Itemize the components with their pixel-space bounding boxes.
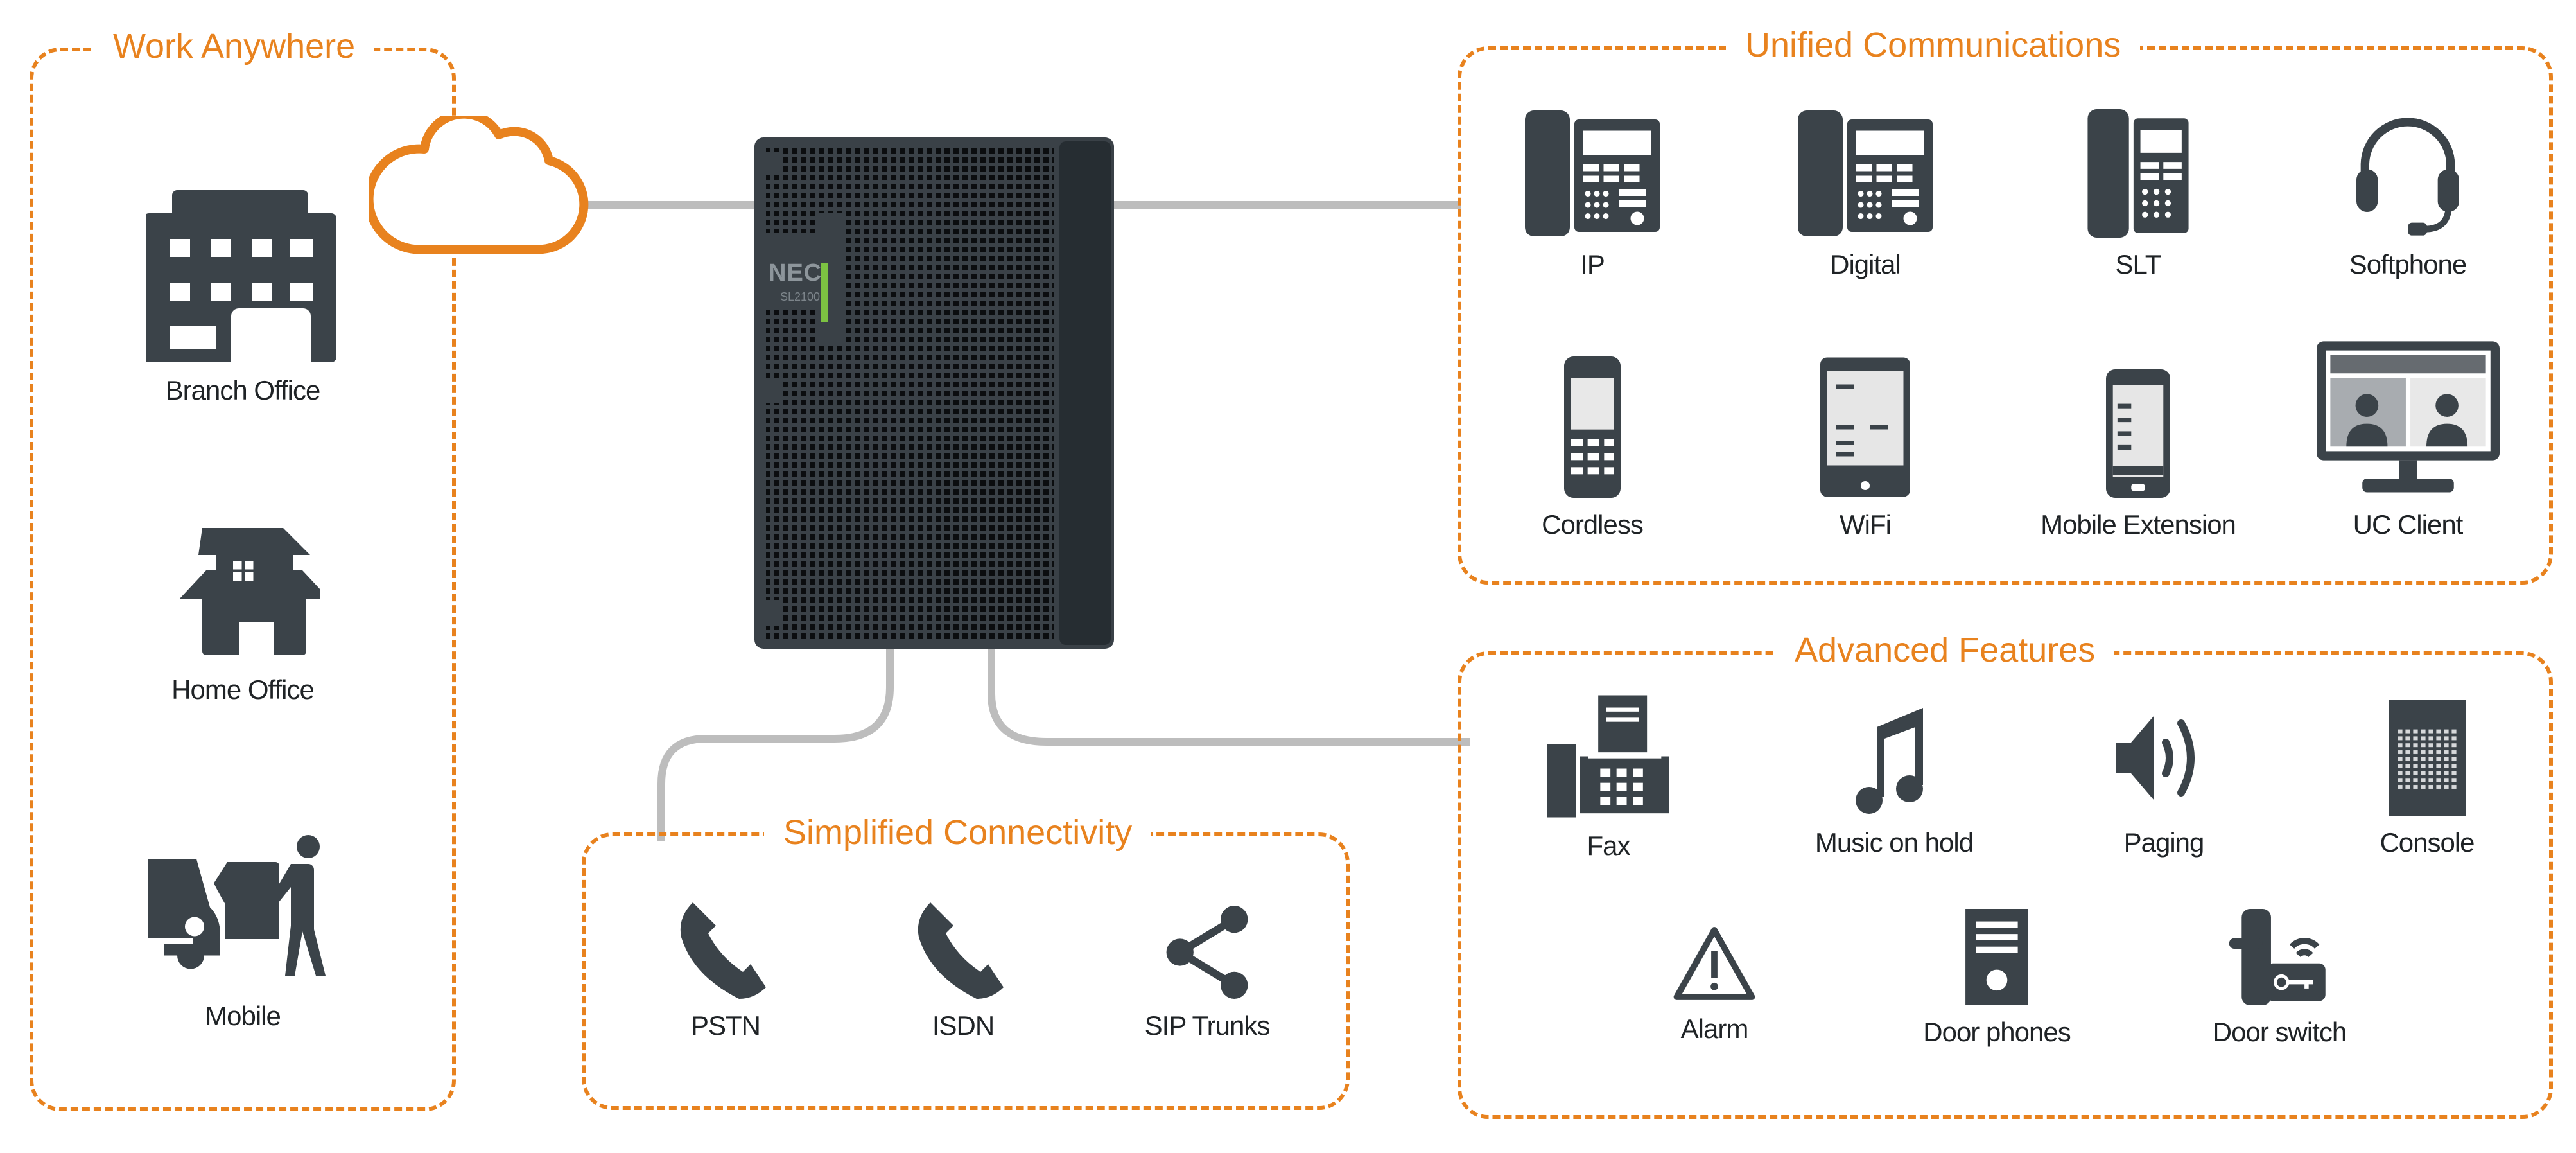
music-note-icon xyxy=(1856,708,1923,814)
share-nodes-icon xyxy=(1166,906,1248,999)
cordless-handset-icon xyxy=(1564,356,1621,498)
item-fax: Fax xyxy=(1512,694,1705,861)
fax-icon xyxy=(1547,695,1669,818)
wire-pbx-to-connectivity xyxy=(657,642,894,841)
phone-handset-icon xyxy=(918,902,1004,999)
person-car-icon xyxy=(148,835,326,976)
tablet-icon xyxy=(1820,357,1910,497)
desk-phone-icon xyxy=(1525,110,1660,236)
wire-pbx-to-advanced xyxy=(988,642,1470,746)
label-alarm: Alarm xyxy=(1680,1014,1749,1044)
label-door-switch: Door switch xyxy=(2212,1017,2347,1047)
office-building-icon xyxy=(146,190,336,362)
item-cordless: Cordless xyxy=(1496,356,1689,540)
phone-handset-icon xyxy=(680,902,766,999)
item-digital: Digital xyxy=(1769,109,1962,280)
label-softphone: Softphone xyxy=(2349,249,2467,279)
console-icon xyxy=(2389,700,2466,816)
group-title-unified-communications: Unified Communications xyxy=(1726,26,2141,64)
item-sip-trunks: SIP Trunks xyxy=(1111,906,1303,1041)
label-uc-client: UC Client xyxy=(2353,509,2464,540)
door-phone-icon xyxy=(1965,909,2028,1005)
monitor-video-call-icon xyxy=(2316,341,2500,493)
label-door-phones: Door phones xyxy=(1923,1017,2071,1047)
group-title-simplified-connectivity: Simplified Connectivity xyxy=(764,813,1152,852)
door-lock-icon xyxy=(2229,909,2326,1005)
cloud-icon xyxy=(369,116,589,254)
wire-cloud-to-pbx xyxy=(584,201,758,209)
item-music-on-hold: Music on hold xyxy=(1798,700,1990,858)
item-pstn: PSTN xyxy=(629,902,822,1041)
label-mobile-extension: Mobile Extension xyxy=(2041,509,2236,540)
speaker-icon xyxy=(2116,716,2195,800)
label-sip-trunks: SIP Trunks xyxy=(1144,1010,1271,1041)
item-home-office: Home Office xyxy=(114,528,371,705)
label-cordless: Cordless xyxy=(1542,509,1644,540)
single-line-phone-icon xyxy=(2087,109,2189,238)
label-digital: Digital xyxy=(1830,249,1901,279)
item-mobile: Mobile xyxy=(114,835,371,1032)
item-branch-office: Branch Office xyxy=(114,190,371,406)
label-mobile: Mobile xyxy=(205,1001,281,1031)
label-home-office: Home Office xyxy=(171,674,315,705)
label-wifi: WiFi xyxy=(1840,509,1892,540)
item-console: Console xyxy=(2331,700,2523,858)
headset-icon xyxy=(2356,118,2459,236)
label-pstn: PSTN xyxy=(690,1010,761,1041)
item-alarm: Alarm xyxy=(1618,925,1811,1044)
desk-phone-icon xyxy=(1798,110,1933,236)
smartphone-icon xyxy=(2106,369,2170,498)
item-paging: Paging xyxy=(2067,700,2260,858)
item-door-switch: Door switch xyxy=(2183,909,2376,1048)
label-console: Console xyxy=(2380,827,2475,858)
item-wifi: WiFi xyxy=(1769,356,1962,540)
label-fax: Fax xyxy=(1587,831,1630,861)
item-slt: SLT xyxy=(2042,109,2234,280)
pbx-server-icon: NEC SL2100 xyxy=(754,137,1114,649)
wire-pbx-to-uc xyxy=(1114,201,1461,209)
label-isdn: ISDN xyxy=(932,1010,995,1041)
label-music-on-hold: Music on hold xyxy=(1815,827,1974,858)
house-icon xyxy=(179,528,320,655)
pbx-chassis xyxy=(754,137,1114,649)
group-title-work-anywhere: Work Anywhere xyxy=(94,27,375,66)
pbx-brand: NEC xyxy=(769,260,822,286)
label-paging: Paging xyxy=(2123,827,2205,858)
item-isdn: ISDN xyxy=(867,902,1059,1041)
label-slt: SLT xyxy=(2115,249,2162,279)
item-ip: IP xyxy=(1496,109,1689,280)
item-softphone: Softphone xyxy=(2311,109,2504,280)
item-door-phones: Door phones xyxy=(1901,909,2093,1048)
group-title-advanced-features: Advanced Features xyxy=(1775,631,2115,669)
pbx-model: SL2100 xyxy=(780,290,821,303)
warning-icon xyxy=(1673,927,1755,1000)
label-branch-office: Branch Office xyxy=(165,375,321,405)
item-uc-client: UC Client xyxy=(2299,340,2517,540)
item-mobile-extension: Mobile Extension xyxy=(2041,369,2236,540)
label-ip: IP xyxy=(1580,249,1605,279)
